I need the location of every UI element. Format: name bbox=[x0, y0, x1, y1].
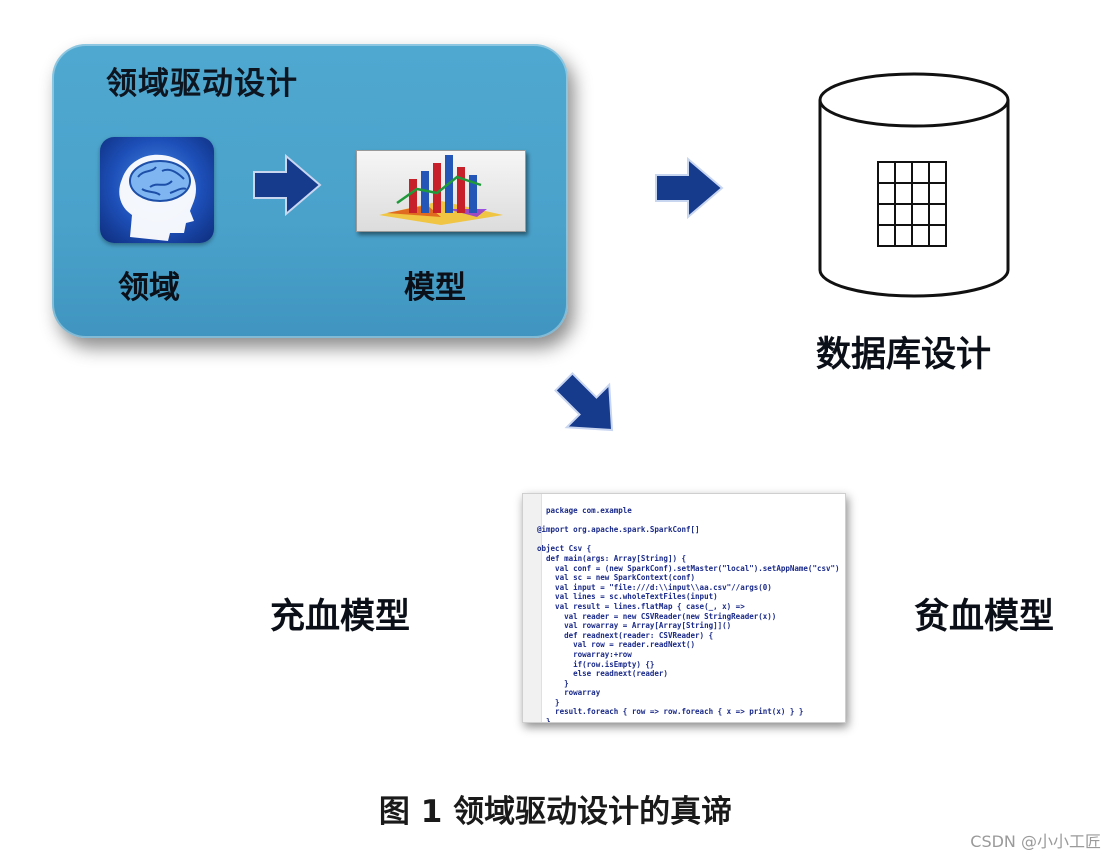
code-line: val result = lines.flatMap { case(_, x) … bbox=[537, 601, 745, 611]
arrow-right-icon bbox=[652, 155, 726, 221]
code-line: package com.example bbox=[537, 506, 632, 515]
code-line: val input = "file:///d:\\input\\aa.csv"/… bbox=[537, 582, 772, 592]
code-line bbox=[537, 516, 840, 526]
code-line: val reader = new CSVReader(new StringRea… bbox=[537, 611, 777, 621]
code-gutter bbox=[523, 494, 542, 722]
code-line: val conf = (new SparkConf).setMaster("lo… bbox=[537, 563, 840, 573]
anemic-model-label: 贫血模型 bbox=[914, 597, 1055, 637]
code-line bbox=[537, 535, 840, 545]
code-line: } bbox=[537, 717, 551, 723]
arrow-down-right-icon bbox=[548, 366, 628, 446]
rich-model-label: 充血模型 bbox=[270, 597, 411, 637]
code-line: } bbox=[537, 678, 569, 688]
code-line: } bbox=[537, 697, 560, 707]
code-document: package com.example @import org.apache.sp… bbox=[522, 493, 846, 723]
code-line: result.foreach { row => row.foreach { x … bbox=[537, 707, 804, 717]
code-line: val row = reader.readNext() bbox=[537, 640, 696, 650]
code-line: @import org.apache.spark.SparkConf[] bbox=[537, 525, 700, 535]
code-line: val rowarray = Array[Array[String]]() bbox=[537, 621, 732, 631]
bar-chart-icon bbox=[356, 150, 526, 232]
brain-head-icon bbox=[100, 137, 214, 243]
database-label: 数据库设计 bbox=[816, 335, 992, 375]
code-line: rowarray:+row bbox=[537, 649, 632, 659]
code-line: val lines = sc.wholeTextFiles(input) bbox=[537, 592, 718, 602]
domain-label: 领域 bbox=[118, 270, 180, 306]
code-body: package com.example @import org.apache.sp… bbox=[537, 506, 840, 723]
watermark: CSDN @小小工匠 bbox=[970, 832, 1101, 851]
code-line: if(row.isEmpty) {} bbox=[537, 659, 655, 669]
arrow-right-icon bbox=[250, 152, 324, 218]
code-line: object Csv { bbox=[537, 544, 592, 554]
model-label: 模型 bbox=[404, 270, 466, 306]
database-icon bbox=[814, 70, 1014, 300]
code-line: else readnext(reader) bbox=[537, 669, 668, 679]
figure-caption: 图 1 领域驱动设计的真谛 bbox=[378, 794, 733, 830]
code-line: def main(args: Array[String]) { bbox=[537, 553, 687, 563]
panel-title: 领域驱动设计 bbox=[106, 66, 298, 102]
code-line: def readnext(reader: CSVReader) { bbox=[537, 630, 714, 640]
code-line: val sc = new SparkContext(conf) bbox=[537, 573, 696, 583]
code-line: rowarray bbox=[537, 688, 601, 698]
